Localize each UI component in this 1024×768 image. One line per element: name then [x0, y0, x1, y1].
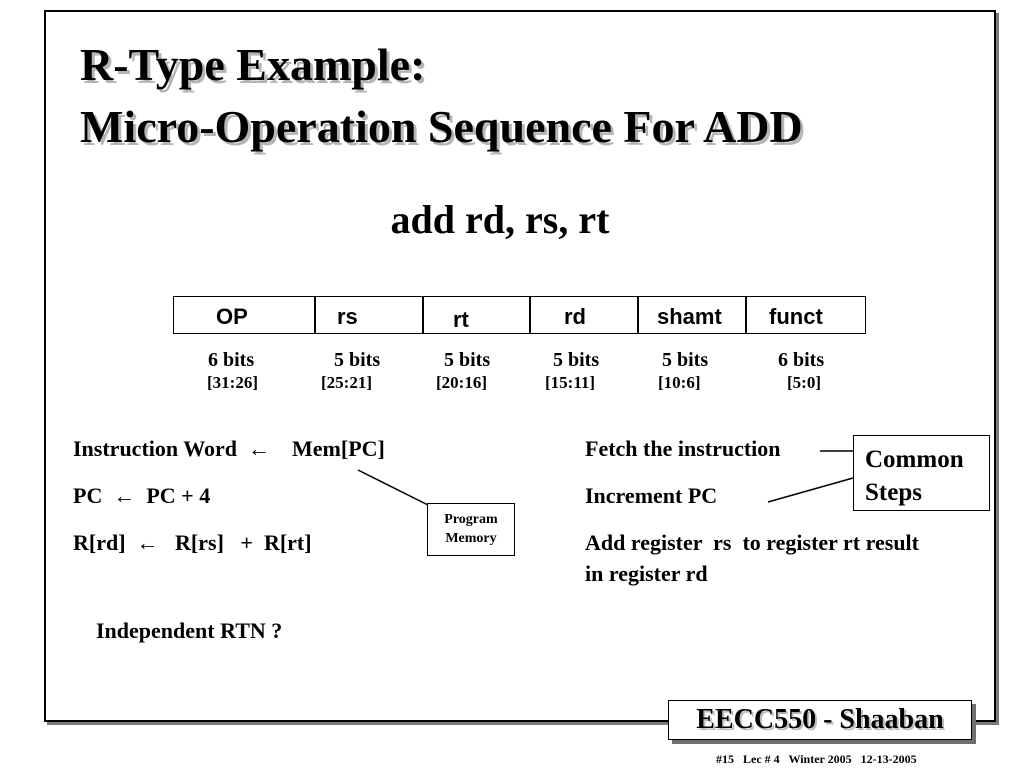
field-rd: rd: [530, 296, 638, 334]
field-funct-label: funct: [769, 304, 823, 329]
field-shamt: shamt: [638, 296, 746, 334]
desc-increment-pc: Increment PC: [585, 483, 718, 508]
field-rt-label: rt: [453, 307, 469, 332]
slide-title-line-1: R-Type Example:: [80, 39, 426, 90]
field-funct: funct: [746, 296, 866, 334]
program-memory-pointer: [357, 469, 429, 506]
bits-funct: 6 bits: [778, 349, 825, 371]
field-rs: rs: [315, 296, 423, 334]
common-steps-line-2: Steps: [865, 479, 922, 506]
bits-rt: 5 bits: [444, 349, 491, 371]
common-steps-pointer-increment: [767, 477, 854, 503]
bits-op: 6 bits: [208, 349, 255, 371]
rtn-increment-pc: PC ← PC + 4: [73, 483, 211, 508]
range-op: [31:26]: [207, 373, 258, 392]
range-funct: [5:0]: [787, 373, 821, 392]
question-text: Independent RTN ?: [96, 618, 283, 643]
slide-footer: #15 Lec # 4 Winter 2005 12-13-2005: [716, 752, 917, 766]
desc-add-line-2: in register rd: [585, 561, 708, 586]
program-memory-line-2: Memory: [445, 531, 497, 546]
slide-title-line-2: Micro-Operation Sequence For ADD: [80, 101, 803, 152]
instruction-text: add rd, rs, rt: [390, 197, 610, 242]
field-op-label: OP: [216, 304, 248, 329]
field-shamt-label: shamt: [657, 304, 722, 329]
program-memory-line-1: Program: [444, 512, 498, 527]
common-steps-line-1: Common: [865, 446, 964, 473]
bits-rs: 5 bits: [334, 349, 381, 371]
rtn-add: R[rd] ← R[rs] + R[rt]: [73, 530, 312, 555]
field-rd-label: rd: [564, 304, 586, 329]
field-op: OP: [173, 296, 315, 334]
field-rs-label: rs: [337, 304, 358, 329]
range-rd: [15:11]: [545, 373, 596, 392]
course-badge: EECC550 - Shaaban: [668, 700, 972, 740]
range-shamt: [10:6]: [658, 373, 701, 392]
bits-rd: 5 bits: [553, 349, 600, 371]
range-rt: [20:16]: [436, 373, 487, 392]
field-rt: rt: [423, 296, 530, 334]
rtn-fetch: Instruction Word ← Mem[PC]: [73, 436, 385, 461]
slide-frame: [44, 10, 996, 722]
bits-shamt: 5 bits: [662, 349, 709, 371]
range-rs: [25:21]: [321, 373, 372, 392]
desc-add-line-1: Add register rs to register rt result: [585, 530, 919, 555]
desc-fetch: Fetch the instruction: [585, 436, 781, 461]
common-steps-callout: Common Steps: [853, 435, 990, 511]
program-memory-callout: Program Memory: [427, 503, 515, 556]
